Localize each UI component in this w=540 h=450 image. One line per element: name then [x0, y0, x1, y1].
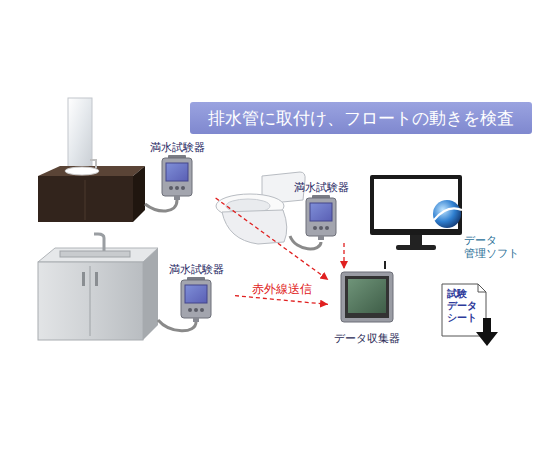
data-sheet: 試験 データ シート [440, 282, 490, 338]
tester-device: 満水試験器 [140, 140, 214, 200]
data-collector: データ収集器 [330, 270, 404, 346]
infrared-link [235, 296, 328, 305]
node-label: データ収集器 [334, 332, 400, 345]
node-label: 試験 データ シート [447, 288, 481, 324]
infrared-link [343, 243, 344, 269]
node-label: 満水試験器 [294, 181, 349, 194]
cable-link [384, 261, 386, 269]
infrared-link [216, 198, 329, 280]
title-banner: 排水管に取付け、フロートの動きを検査 [190, 102, 532, 134]
node-label: 満水試験器 [150, 141, 205, 154]
edge-label: 赤外線送信 [250, 282, 314, 296]
node-label: データ 管理ソフト [464, 234, 520, 260]
tester-device: 満水試験器 [284, 180, 358, 242]
tester-device: 満水試験器 [159, 262, 233, 322]
title-text: 排水管に取付け、フロートの動きを検査 [208, 108, 514, 128]
node-label: 満水試験器 [169, 263, 224, 276]
pc-software: データ 管理ソフト [366, 172, 520, 260]
